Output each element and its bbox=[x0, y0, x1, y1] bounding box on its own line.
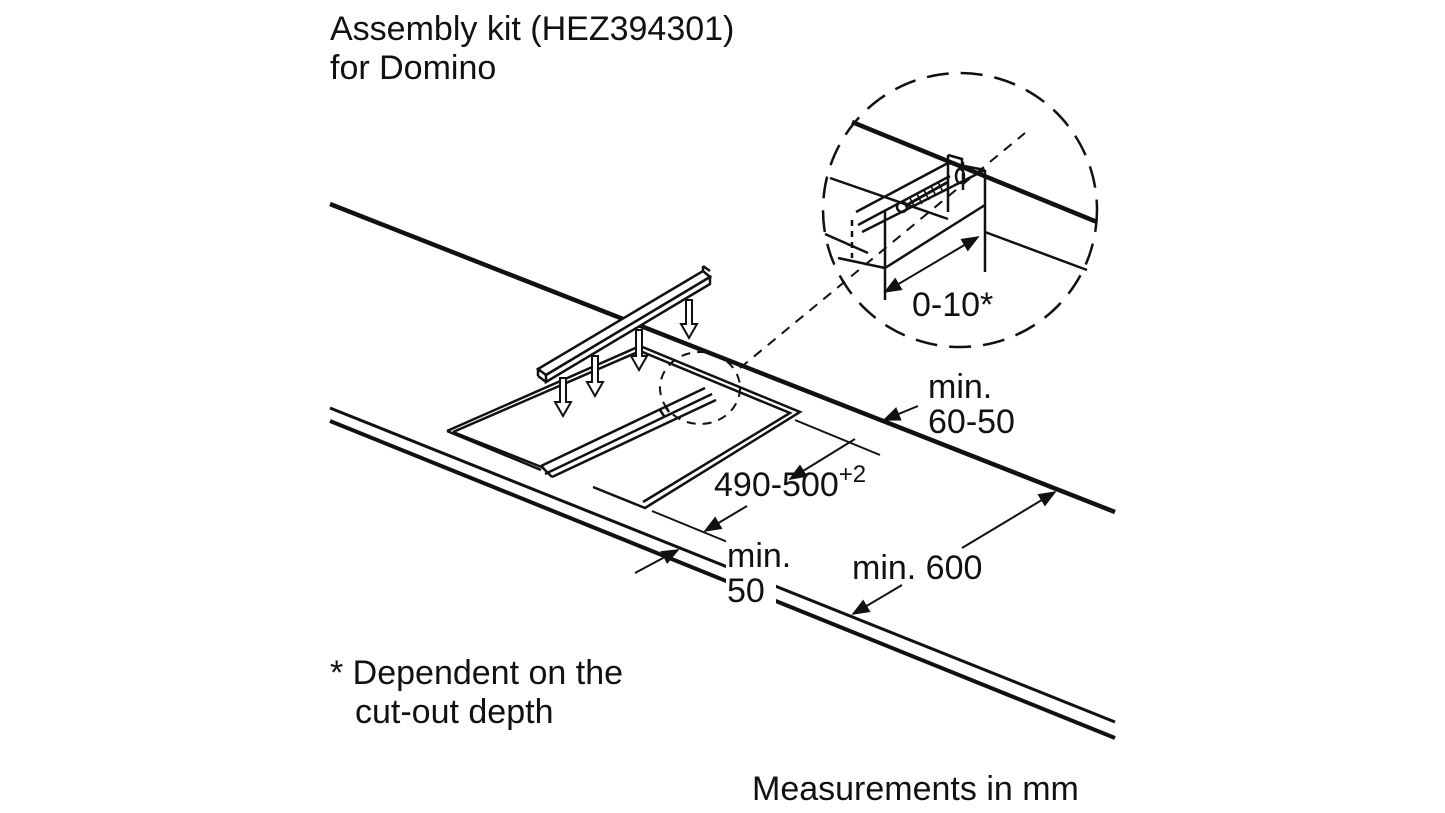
dimension-worktop-depth bbox=[851, 491, 1057, 615]
label-front-gap-line-2: 50 bbox=[727, 572, 765, 610]
label-cutout-depth: 490-500+2 bbox=[714, 463, 866, 504]
footnote-line-1: * Dependent on the bbox=[330, 654, 624, 692]
title-line-2: for Domino bbox=[330, 49, 497, 87]
worktop-back-edge bbox=[329, 201, 1116, 515]
footnote-line-2: cut-out depth bbox=[355, 693, 554, 731]
label-front-gap-line-1: min. bbox=[727, 537, 792, 575]
assembly-rail bbox=[535, 264, 713, 385]
dimension-cutout-depth bbox=[651, 419, 881, 544]
detail-contents bbox=[824, 119, 1098, 300]
label-cutout-depth-main: 490-500 bbox=[714, 466, 839, 504]
units-note: Measurements in mm bbox=[752, 770, 1079, 808]
label-cutout-depth-tolerance: +2 bbox=[838, 461, 867, 488]
detail-magnified-circle bbox=[821, 71, 1099, 349]
dimension-detail-range bbox=[883, 236, 980, 293]
down-arrows bbox=[553, 299, 699, 419]
dimension-rear-gap bbox=[882, 405, 919, 421]
label-detail-range: 0-10* bbox=[912, 286, 994, 324]
worktop-front-edge bbox=[329, 406, 1116, 740]
label-rear-gap-line-2: 60-50 bbox=[928, 403, 1015, 441]
title-line-1: Assembly kit (HEZ394301) bbox=[330, 10, 735, 48]
label-rear-gap-line-1: min. bbox=[928, 368, 993, 406]
cutout-outline bbox=[446, 344, 803, 510]
dimension-front-gap bbox=[634, 549, 680, 574]
detail-reference-circle bbox=[659, 351, 741, 425]
label-worktop-depth: min. 600 bbox=[852, 549, 983, 587]
